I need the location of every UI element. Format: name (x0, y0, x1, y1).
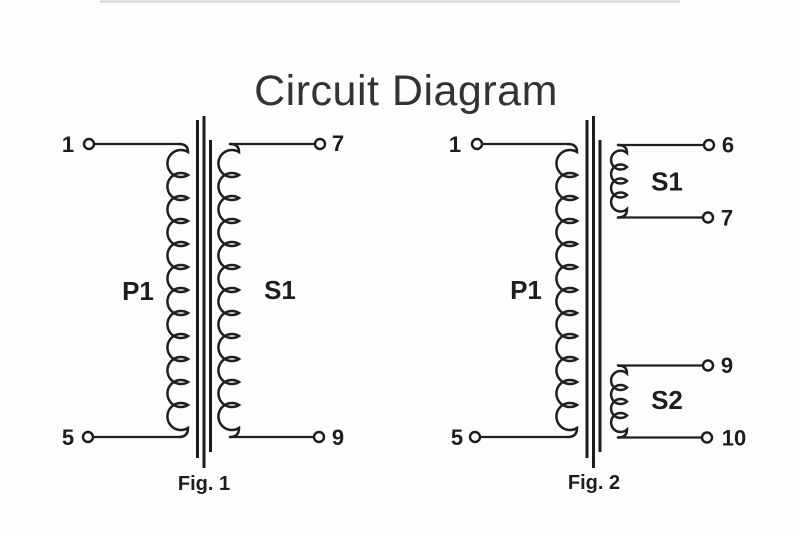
fig2-secondary1-label: S1 (651, 167, 683, 197)
fig1-terminal-label-9: 9 (332, 425, 344, 450)
figure-2-transformer: 1 5 6 7 9 10 P1 S1 S2 Fig. 2 (449, 116, 746, 494)
fig1-terminal-label-5: 5 (62, 425, 74, 450)
fig1-primary-label: P1 (122, 276, 154, 306)
fig1-terminal-node-9 (312, 430, 326, 444)
fig2-terminal-label-7: 7 (721, 206, 733, 231)
fig2-terminal-label-5: 5 (451, 425, 463, 450)
fig2-primary-winding-coil (555, 142, 580, 439)
fig2-caption: Fig. 2 (568, 472, 620, 494)
page-title: Circuit Diagram (254, 67, 558, 115)
fig2-terminal-label-10: 10 (722, 426, 746, 451)
fig1-terminal-node-5 (81, 430, 95, 444)
fig2-secondary2-label: S2 (651, 385, 683, 415)
fig2-primary-label: P1 (510, 275, 542, 305)
fig2-secondary2-winding-coil (609, 364, 629, 439)
fig2-terminal-node-5 (468, 430, 482, 444)
fig2-terminal-label-9: 9 (721, 353, 733, 378)
fig2-terminal-label-6: 6 (722, 133, 734, 158)
fig1-terminal-label-1: 1 (62, 132, 74, 157)
fig1-secondary-label: S1 (264, 275, 296, 305)
fig2-terminal-node-9 (701, 359, 715, 372)
fig1-primary-winding-coil (166, 142, 191, 439)
figure-1-transformer: 1 7 5 9 P1 S1 Fig. 1 (62, 116, 344, 495)
fig2-terminal-node-7 (701, 211, 715, 224)
fig1-secondary-winding-coil (217, 142, 242, 439)
fig2-terminal-node-10 (700, 431, 714, 444)
fig2-terminal-label-1: 1 (449, 132, 461, 157)
fig2-terminal-node-6 (702, 138, 716, 152)
fig1-terminal-node-1 (82, 137, 96, 151)
fig1-terminal-node-7 (313, 137, 327, 151)
fig1-caption: Fig. 1 (178, 473, 230, 495)
fig1-terminal-label-7: 7 (332, 131, 344, 156)
fig2-secondary1-winding-coil (609, 143, 629, 219)
fig2-terminal-node-1 (470, 137, 484, 151)
